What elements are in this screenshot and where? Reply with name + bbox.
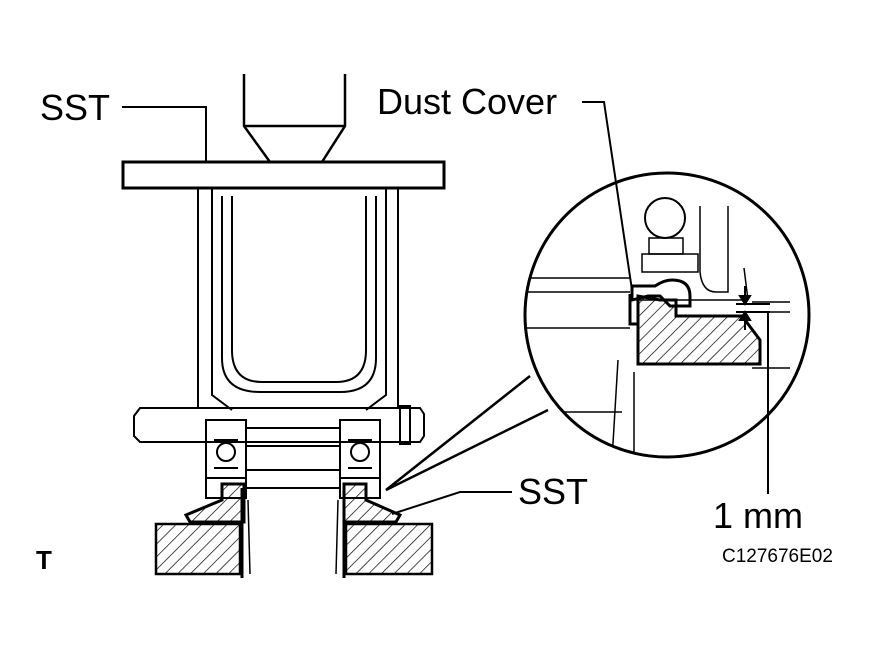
clearance-dimension: [736, 286, 770, 494]
corner-mark: T: [36, 545, 52, 575]
axle-hub: [133, 188, 425, 445]
callout-pointer: [385, 375, 549, 492]
dust-cover-label: Dust Cover: [377, 81, 558, 122]
press-plate: [121, 160, 446, 190]
clearance-label: 1 mm: [713, 495, 803, 536]
figure-code: C127676E02: [722, 546, 833, 567]
leader-lines: [122, 101, 633, 515]
sst-top-label: SST: [40, 87, 111, 128]
lower-sst: [183, 482, 403, 524]
press-ram: [242, 74, 347, 164]
sst-lower-label: SST: [518, 471, 589, 512]
base-block: [154, 488, 434, 578]
